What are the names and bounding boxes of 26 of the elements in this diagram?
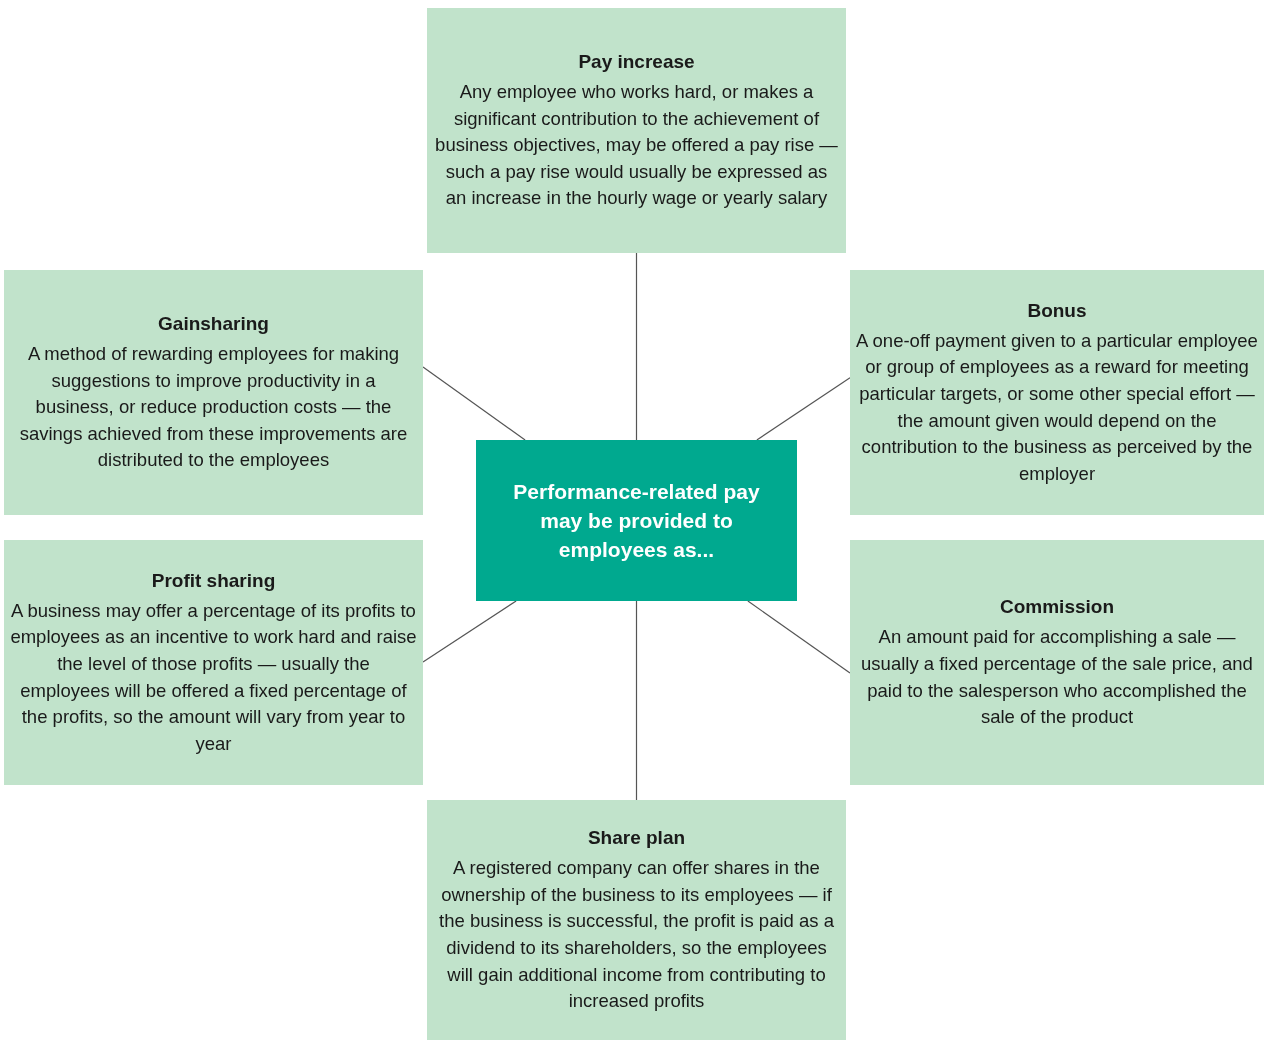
category-heading: Pay increase — [578, 50, 695, 74]
connector-line — [422, 366, 526, 441]
category-box — [427, 800, 846, 1040]
category-description: A method of rewarding employees for making suggestions to improve productivity in a business, or reduce production costs — the savings achieved from these improvements are distributed to the employees — [18, 342, 409, 473]
category-heading: Bonus — [1027, 298, 1087, 323]
category-box — [427, 8, 846, 253]
category-description: A one-off payment given to a particular employee or group of employees as a reward for meeting particular targets, or some other special effort — the amount given would depend on the contribution to the business as perceived by the employer — [856, 328, 1258, 486]
category-description: A registered company can offer shares in the ownership of the business to its employees — if the business is successful, the profit is paid as a dividend to its shareholders, so the employees will gain additional income from contributing to increased profits — [438, 856, 835, 1014]
category-heading: Share plan — [587, 826, 686, 851]
category-description: An amount paid for accomplishing a sale — usually a fixed percentage of the sale price, and paid to the salesperson who accomplished the sale of the product — [860, 625, 1254, 730]
category-box — [850, 270, 1264, 515]
connector-line — [635, 252, 638, 441]
category-heading: Commission — [1000, 595, 1114, 620]
central-topic-text: Performance-related pay may be provided to employees as... — [512, 479, 761, 563]
connector-line — [422, 600, 517, 663]
connector-line — [747, 600, 851, 674]
connector-line — [635, 600, 638, 801]
connector-line — [756, 377, 851, 441]
category-description: A business may offer a percentage of its profits to employees as an incentive to work hard and raise the level of those profits — usually the employees will be offered a fixed percentage of the profits, so the amount will vary from year to year — [10, 598, 417, 756]
category-box — [4, 270, 423, 515]
category-heading: Profit sharing — [151, 568, 276, 593]
category-description: Any employee who works hard, or makes a significant contribution to the achievement of business objectives, may be offered a pay rise — such a pay rise would usually be expressed as an increase in the hourly wage or yearly salary — [434, 80, 839, 211]
category-box — [850, 540, 1264, 785]
central-topic-box — [476, 440, 797, 601]
category-box — [4, 540, 423, 785]
category-heading: Gainsharing — [158, 312, 269, 336]
